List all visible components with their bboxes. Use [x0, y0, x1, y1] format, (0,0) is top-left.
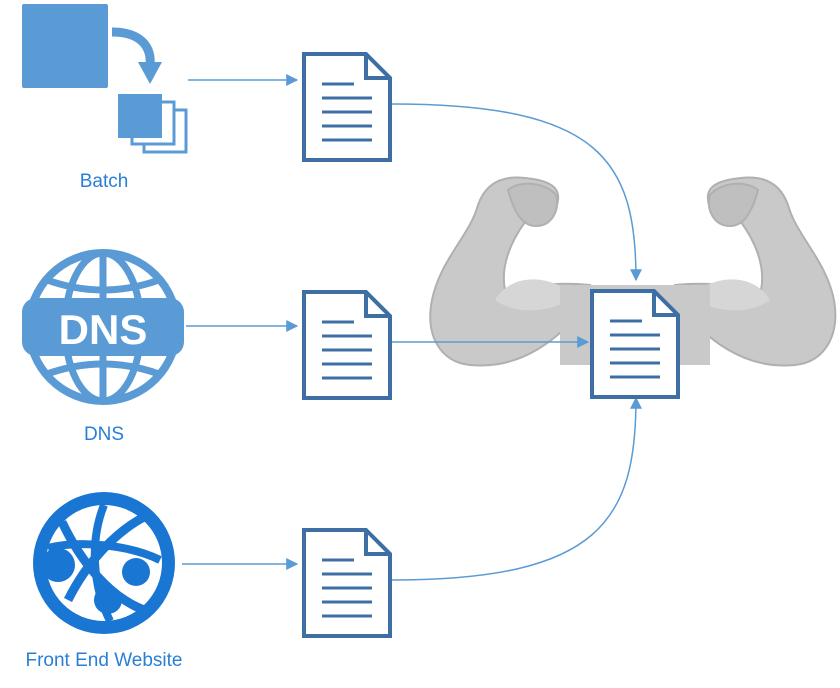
connector-batch-log-to-aggregate: [391, 103, 642, 282]
connector-web-log-to-aggregate: [391, 396, 642, 581]
document-icon: [302, 528, 392, 638]
connectors: [182, 74, 642, 581]
batch-icon: [22, 4, 188, 154]
batch-label: Batch: [79, 171, 129, 192]
dns-globe-icon: DNS: [22, 249, 184, 405]
front-end-website-label: Front End Website: [25, 650, 183, 671]
website-globe-icon: [33, 492, 175, 634]
document-icon: [302, 52, 392, 162]
dns-label: DNS: [83, 424, 125, 445]
aggregate-document-icon: [590, 289, 680, 399]
document-icon: [302, 290, 392, 400]
dns-icon-text: DNS: [59, 306, 148, 353]
